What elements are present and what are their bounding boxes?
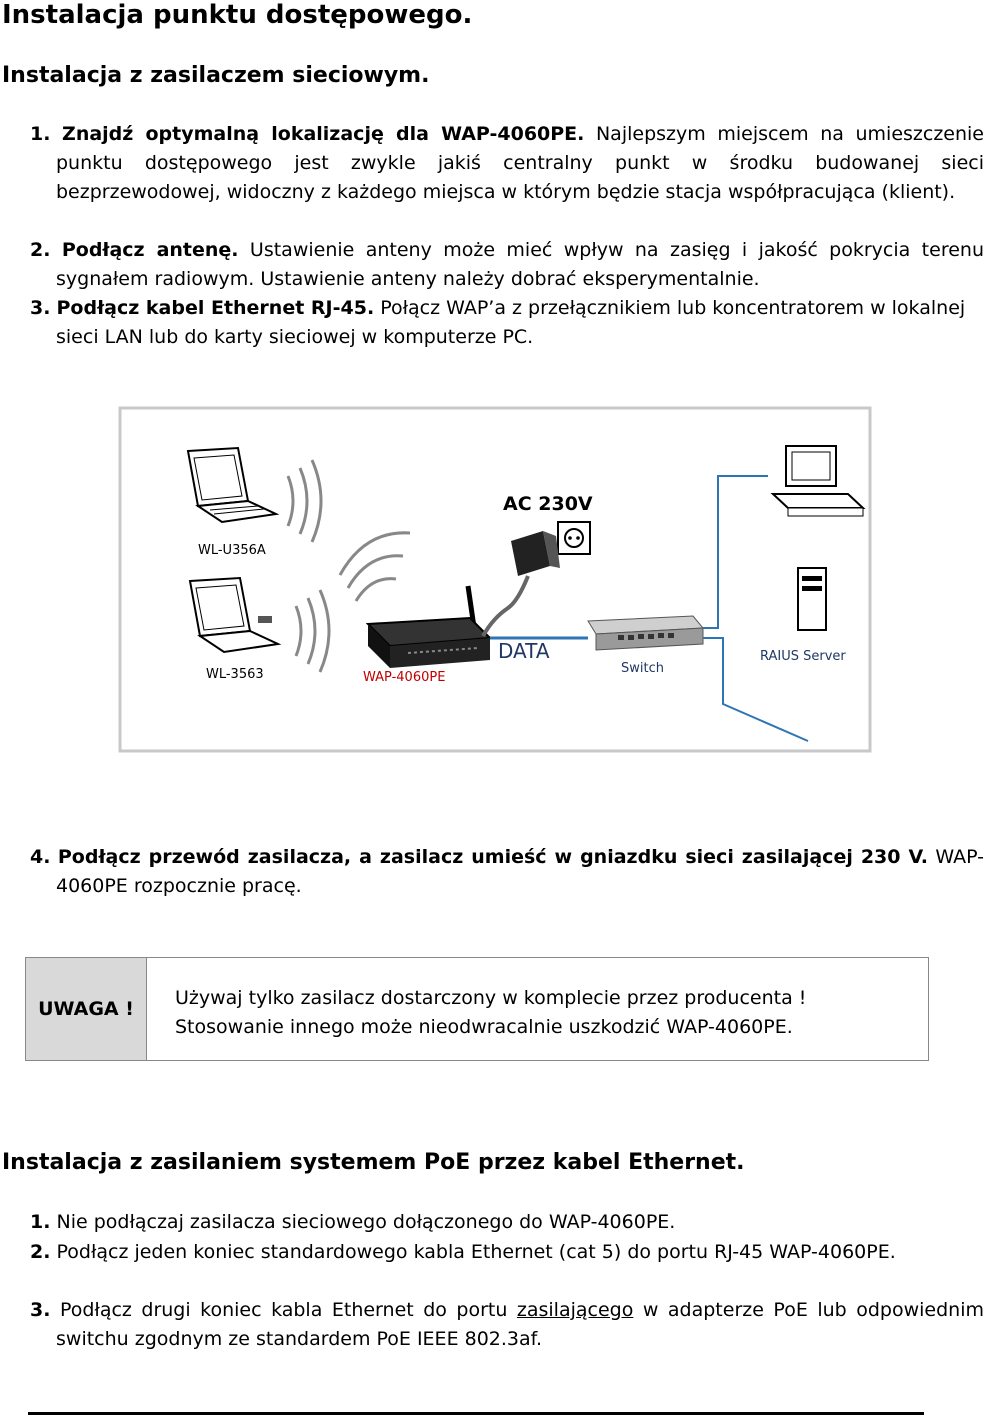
warning-line-1: Używaj tylko zasilacz dostarczony w komp… xyxy=(175,987,807,1009)
section-heading-poe: Instalacja z zasilaniem systemem PoE prz… xyxy=(2,1150,745,1175)
wifi-waves-laptop-1-icon xyxy=(286,459,323,543)
poe-step-2-number: 2. xyxy=(30,1241,51,1263)
access-point-icon xyxy=(365,585,493,668)
step-4: 4. Podłącz przewód zasilacza, a zasilacz… xyxy=(30,843,984,901)
power-socket-icon xyxy=(557,521,591,555)
power-adapter-icon xyxy=(511,531,560,576)
step-4-text: WAP-4060PE rozpocznie pracę. xyxy=(56,846,984,897)
page-title: Instalacja punktu dostępowego. xyxy=(2,0,473,30)
laptop-2-label: WL-3563 xyxy=(206,667,264,682)
poe-step-3-text-before: Podłącz drugi koniec kabla Ethernet do p… xyxy=(59,1299,517,1321)
cable-switch-to-pc xyxy=(703,475,768,629)
wifi-waves-ap-icon xyxy=(338,531,411,602)
step-2-text: Ustawienie anteny może mieć wpływ na zas… xyxy=(56,239,984,290)
network-diagram: WL-U356A WL-3563 WAP-4060PE AC 230V D xyxy=(118,406,872,753)
diagram-frame xyxy=(118,406,872,753)
switch-label: Switch xyxy=(621,661,664,676)
warning-line-2: Stosowanie innego może nieodwracalnie us… xyxy=(175,1016,793,1038)
poe-step-3-text-after: w adapterze PoE lub odpowiednim switchu … xyxy=(56,1299,984,1350)
step-2: 2. Podłącz antenę. Ustawienie anteny moż… xyxy=(30,236,984,294)
poe-step-1: 1. Nie podłączaj zasilacza sieciowego do… xyxy=(30,1208,984,1237)
step-4-number: 4. xyxy=(30,846,51,868)
poe-step-3-number: 3. xyxy=(30,1299,51,1321)
step-3-text: Połącz WAP’a z przełącznikiem lub koncen… xyxy=(56,297,966,348)
step-2-number: 2. xyxy=(30,239,51,261)
poe-step-1-text: Nie podłączaj zasilacza sieciowego dołąc… xyxy=(56,1211,676,1233)
laptop-2-icon xyxy=(188,576,282,654)
step-1: 1. Znajdź optymalną lokalizację dla WAP-… xyxy=(30,120,984,207)
poe-step-2: 2. Podłącz jeden koniec standardowego ka… xyxy=(30,1238,984,1267)
poe-step-3: 3. Podłącz drugi koniec kabla Ethernet d… xyxy=(30,1296,984,1354)
power-cable xyxy=(481,575,530,637)
step-1-number: 1. xyxy=(30,123,51,145)
step-2-title: Podłącz antenę. xyxy=(61,239,239,261)
step-3: 3. Podłącz kabel Ethernet RJ-45. Połącz … xyxy=(30,294,984,352)
step-3-title: Podłącz kabel Ethernet RJ-45. xyxy=(56,297,375,319)
switch-icon xyxy=(587,615,705,651)
laptop-1-label: WL-U356A xyxy=(198,543,266,558)
server-label: RAIUS Server xyxy=(760,649,846,664)
desktop-pc-icon xyxy=(770,445,866,517)
server-tower-icon xyxy=(797,567,827,631)
step-4-title: Podłącz przewód zasilacza, a zasilacz um… xyxy=(57,846,928,868)
data-label: DATA xyxy=(498,639,550,663)
poe-step-2-text: Podłącz jeden koniec standardowego kabla… xyxy=(56,1241,896,1263)
laptop-1-icon xyxy=(186,446,280,524)
section-heading-power-adapter: Instalacja z zasilaczem sieciowym. xyxy=(2,63,430,88)
power-label: AC 230V xyxy=(503,493,593,515)
ap-label: WAP-4060PE xyxy=(363,670,445,685)
poe-step-1-number: 1. xyxy=(30,1211,51,1233)
warning-box: UWAGA ! Używaj tylko zasilacz dostarczon… xyxy=(25,957,929,1061)
step-1-title: Znajdź optymalną lokalizację dla WAP-406… xyxy=(62,123,585,145)
warning-label: UWAGA ! xyxy=(26,958,147,1060)
footer-divider xyxy=(28,1412,924,1415)
step-1-text: Najlepszym miejscem na umieszczenie punk… xyxy=(56,123,984,203)
step-3-number: 3. xyxy=(30,297,51,319)
poe-step-3-underlined: zasilającego xyxy=(516,1299,634,1321)
warning-text: Używaj tylko zasilacz dostarczony w komp… xyxy=(147,958,928,1060)
cable-switch-to-server xyxy=(703,637,809,742)
wifi-waves-laptop-2-icon xyxy=(294,589,331,673)
